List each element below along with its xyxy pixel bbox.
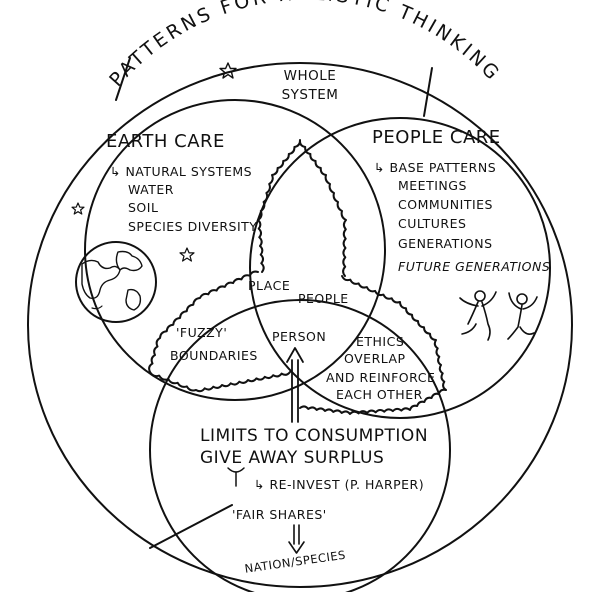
whole-system-line1: WHOLE [284, 68, 337, 84]
people-care-item-6: FUTURE GENERATIONS [398, 259, 550, 274]
diagonal-line-left [149, 504, 233, 549]
people-care-item-4: CULTURES [398, 216, 466, 231]
ethics-label-1: ETHICS [356, 334, 404, 349]
people-care-circle [249, 117, 551, 419]
star-icon [219, 62, 237, 79]
people-care-item-5: GENERATIONS [398, 236, 493, 251]
outer-circle [27, 62, 573, 588]
earth-care-heading: EARTH CARE [106, 131, 225, 152]
people-care-item-2: MEETINGS [398, 178, 467, 193]
earth-care-item-2: WATER [128, 182, 174, 197]
fuzzy-label-1: 'FUZZY' [176, 325, 227, 340]
ethics-label-4: EACH OTHER [336, 387, 423, 402]
star-icon [71, 202, 85, 215]
whole-system-line2: SYSTEM [282, 87, 339, 103]
people-care-heading: PEOPLE CARE [372, 127, 501, 148]
person-label: PERSON [272, 329, 326, 344]
earth-care-item-1: ↳ NATURAL SYSTEMS [110, 164, 252, 179]
ethics-label-2: OVERLAP [344, 351, 406, 366]
people-care-item-3: COMMUNITIES [398, 197, 493, 212]
fair-shares-circle [149, 299, 451, 592]
fuzzy-label-2: BOUNDARIES [170, 348, 258, 363]
earth-care-item-3: SOIL [128, 200, 158, 215]
people-care-item-1: ↳ BASE PATTERNS [374, 160, 496, 175]
arrow-icon [286, 347, 304, 423]
earth-care-circle [84, 99, 386, 401]
fuzzy-boundary-right [299, 275, 447, 415]
down-arrow-icon [288, 524, 305, 554]
globe-icon [75, 241, 157, 323]
reinvest-text: ↳ RE-INVEST (P. HARPER) [254, 477, 424, 492]
dancing-people-icon [459, 290, 538, 341]
fuzzy-boundary-top [257, 139, 347, 277]
ethics-label-3: AND REINFORCE [326, 370, 435, 385]
fuzzy-boundary-left [148, 270, 291, 393]
title-tick-left [115, 57, 131, 101]
fair-shares-label: 'FAIR SHARES' [232, 507, 327, 522]
star-icon [179, 247, 195, 262]
title-tick-right [423, 67, 433, 117]
place-label: PLACE [248, 278, 290, 293]
give-away-text: GIVE AWAY SURPLUS [200, 448, 384, 468]
earth-care-item-4: SPECIES DIVERSITY [128, 219, 257, 234]
people-label: PEOPLE [298, 291, 349, 306]
limits-text: LIMITS TO CONSUMPTION [200, 426, 428, 446]
